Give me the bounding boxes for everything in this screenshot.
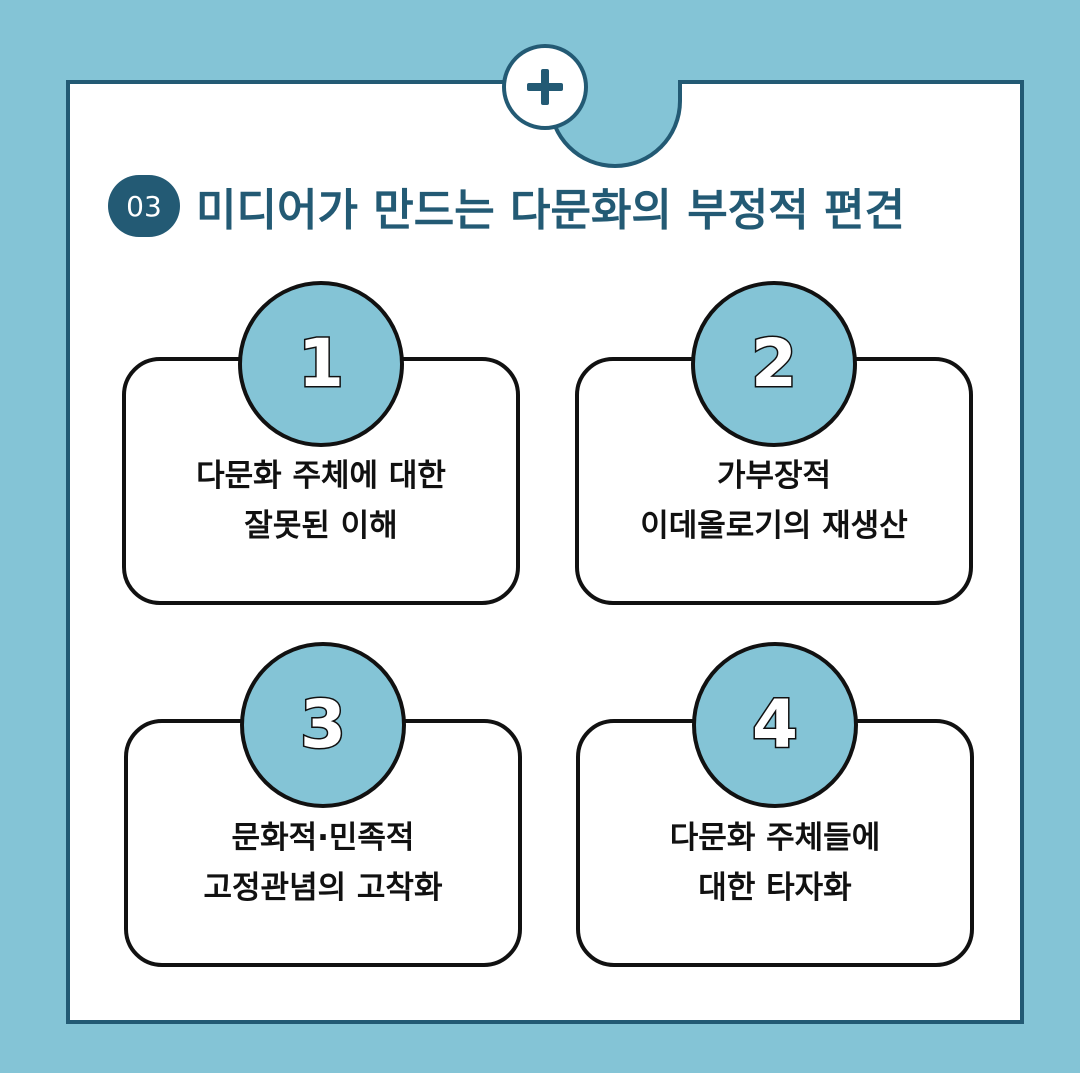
card-2-line1: 가부장적 bbox=[716, 458, 832, 494]
card-2-line2: 이데올로기의 재생산 bbox=[640, 508, 908, 544]
card-1-number: 1 bbox=[297, 325, 346, 402]
card-4-line1: 다문화 주체들에 bbox=[669, 820, 881, 856]
card-2-number-circle: 2 bbox=[691, 281, 857, 447]
card-2-number: 2 bbox=[750, 325, 799, 402]
card-1-line2: 잘못된 이해 bbox=[244, 508, 398, 544]
card-3-text: 문화적·민족적 고정관념의 고착화 bbox=[128, 813, 518, 913]
page-title: 미디어가 만드는 다문화의 부정적 편견 bbox=[196, 185, 905, 236]
card-3: 문화적·민족적 고정관념의 고착화 bbox=[124, 719, 522, 967]
card-1-number-circle: 1 bbox=[238, 281, 404, 447]
heading: 03 미디어가 만드는 다문화의 부정적 편견 bbox=[108, 174, 905, 238]
card-4-number: 4 bbox=[751, 686, 800, 763]
card-2-text: 가부장적 이데올로기의 재생산 bbox=[579, 451, 969, 551]
card-3-number-circle: 3 bbox=[240, 642, 406, 808]
card-1-text: 다문화 주체에 대한 잘못된 이해 bbox=[126, 451, 516, 551]
card-3-line1: 문화적·민족적 bbox=[231, 820, 415, 856]
plus-button[interactable] bbox=[502, 44, 588, 130]
card-1-line1: 다문화 주체에 대한 bbox=[196, 458, 446, 494]
plus-icon bbox=[527, 69, 563, 105]
card-4-line2: 대한 타자화 bbox=[698, 870, 852, 906]
card-4-number-circle: 4 bbox=[692, 642, 858, 808]
card-4-text: 다문화 주체들에 대한 타자화 bbox=[580, 813, 970, 913]
card-3-line2: 고정관념의 고착화 bbox=[203, 870, 443, 906]
card-3-number: 3 bbox=[299, 686, 348, 763]
section-number-badge: 03 bbox=[108, 175, 180, 237]
